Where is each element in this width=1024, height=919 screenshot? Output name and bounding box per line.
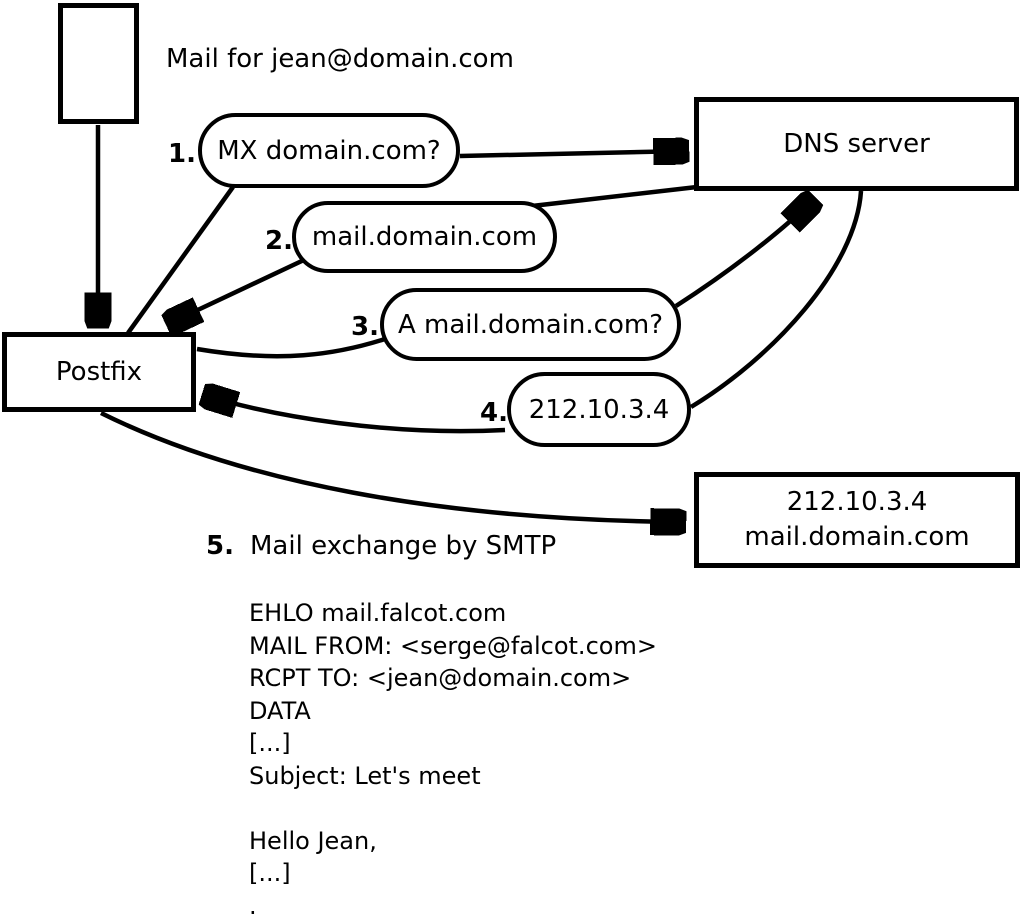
arrow-answer2-to-postfix [168, 256, 307, 324]
diagram-title: Mail for jean@domain.com [166, 44, 514, 74]
step4-answer-label: 212.10.3.4 [528, 394, 670, 425]
smtp-line-blank [249, 792, 657, 825]
smtp-line: Hello Jean, [249, 826, 377, 855]
arrow-query3-to-dns [674, 199, 814, 308]
postfix-label: Postfix [55, 356, 143, 387]
step3-number: 3. [351, 312, 379, 342]
step1-query-label: MX domain.com? [217, 135, 441, 166]
smtp-line: [...] [249, 859, 291, 887]
step3-query-label: A mail.domain.com? [398, 309, 663, 340]
step4-answer-pill: 212.10.3.4 [507, 372, 691, 447]
smtp-line: Subject: Let's meet [249, 761, 481, 790]
step5-number: 5. [206, 531, 234, 561]
postfix-box: Postfix [2, 332, 196, 412]
step5-label: Mail exchange by SMTP [250, 531, 557, 561]
smtp-line: EHLO mail.falcot.com [249, 599, 507, 627]
step2-answer-pill: mail.domain.com [292, 201, 557, 273]
mail-message-box [58, 3, 139, 124]
line-dns-to-answer2 [531, 184, 698, 209]
dns-server-box: DNS server [694, 97, 1019, 191]
smtp-line: MAIL FROM: <serge@falcot.com> [249, 631, 657, 660]
line-postfix-to-query1 [126, 185, 235, 335]
dns-server-label: DNS server [783, 128, 930, 159]
step1-query-pill: MX domain.com? [198, 113, 460, 188]
smtp-line: RCPT TO: <jean@domain.com> [249, 664, 632, 692]
step1-number: 1. [168, 139, 196, 169]
mail-server-box: 212.10.3.4 mail.domain.com [694, 472, 1020, 568]
arrow-postfix-to-mailserver-smtp [100, 410, 684, 522]
smtp-session-transcript: EHLO mail.falcot.com MAIL FROM: <serge@f… [249, 597, 657, 919]
arrow-query1-to-dns [459, 151, 687, 156]
line-postfix-to-query3 [196, 336, 386, 359]
step2-answer-label: mail.domain.com [311, 222, 538, 252]
smtp-line: DATA [249, 696, 311, 725]
mail-server-ip: 212.10.3.4 [786, 487, 928, 517]
step2-number: 2. [265, 226, 293, 256]
line-dns-to-answer4 [689, 190, 864, 409]
arrow-answer4-to-postfix [204, 395, 506, 434]
mail-server-hostname: mail.domain.com [744, 522, 970, 552]
smtp-line-terminator: . [249, 891, 257, 919]
step3-query-pill: A mail.domain.com? [380, 288, 681, 361]
step4-number: 4. [480, 398, 508, 428]
smtp-line: [...] [249, 729, 291, 757]
